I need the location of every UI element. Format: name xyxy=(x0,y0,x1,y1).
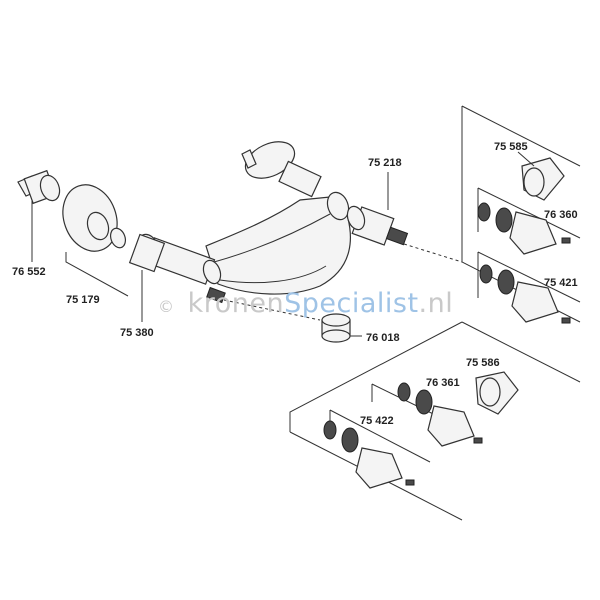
label-75586: 75 586 xyxy=(466,357,500,369)
part-75179 xyxy=(62,184,129,297)
watermark: © kronenSpecialist.nl xyxy=(158,288,453,319)
watermark-prefix: kronen xyxy=(188,288,285,319)
label-75421: 75 421 xyxy=(544,277,578,289)
label-75585: 75 585 xyxy=(494,141,528,153)
watermark-accent: Specialist xyxy=(284,288,418,319)
part-75586 xyxy=(475,371,519,415)
part-75218 xyxy=(346,172,463,263)
label-76361: 76 361 xyxy=(426,377,460,389)
label-76552: 76 552 xyxy=(12,266,46,278)
part-76361 xyxy=(397,382,483,447)
watermark-suffix: .nl xyxy=(419,288,454,319)
part-75380 xyxy=(128,233,321,322)
part-75421 xyxy=(479,264,571,324)
part-76360 xyxy=(477,202,571,255)
part-75422 xyxy=(323,420,415,489)
part-76552 xyxy=(17,169,61,262)
label-75380: 75 380 xyxy=(120,327,154,339)
label-76360: 76 360 xyxy=(544,209,578,221)
label-76018: 76 018 xyxy=(366,332,400,344)
label-75422: 75 422 xyxy=(360,415,394,427)
label-75218: 75 218 xyxy=(368,157,402,169)
faucet-body xyxy=(136,141,351,295)
part-76018 xyxy=(321,313,362,343)
label-75179: 75 179 xyxy=(66,294,100,306)
part-75585 xyxy=(517,151,565,201)
watermark-symbol: © xyxy=(158,297,175,316)
